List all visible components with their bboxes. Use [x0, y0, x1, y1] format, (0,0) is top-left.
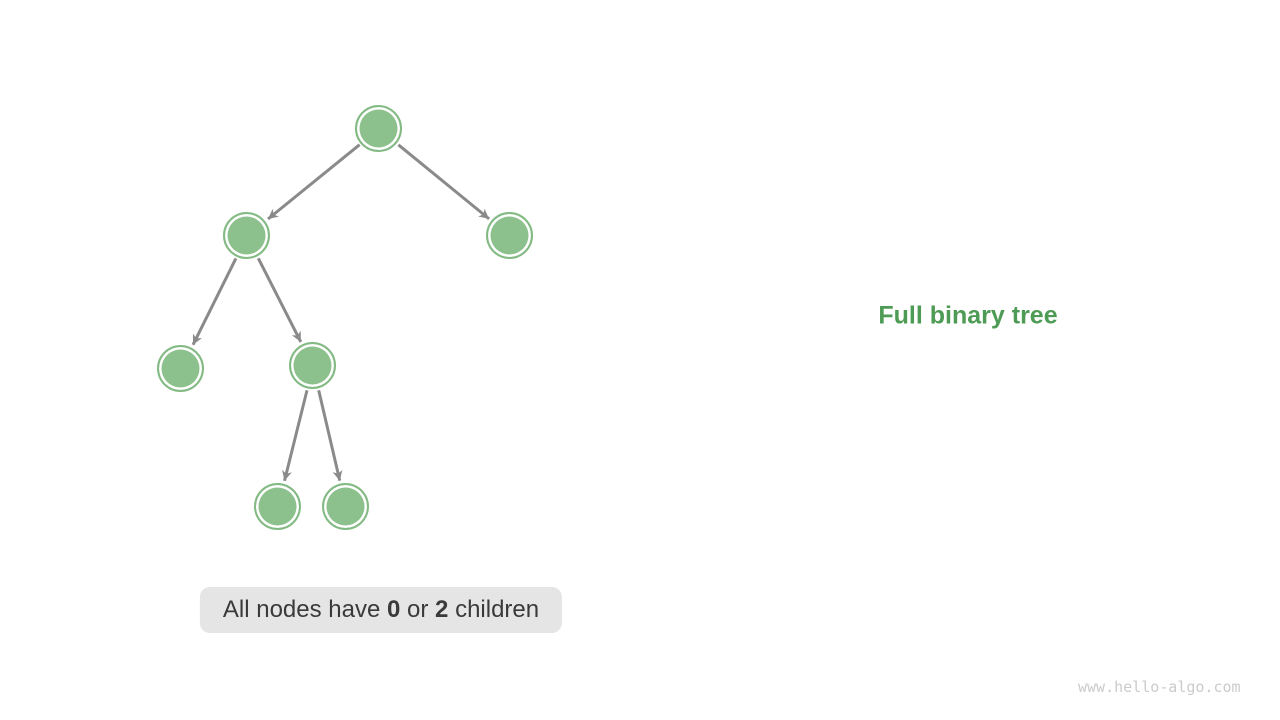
caption-bold-number: 0: [386, 596, 401, 623]
tree-edge-root-to-right-child: [397, 143, 491, 221]
tree-node-bottom-right-child: [322, 483, 369, 530]
caption-bold-number: 2: [435, 596, 449, 623]
figure-title: Full binary tree: [878, 301, 1058, 330]
tree-node-left-right-child: [289, 342, 336, 389]
caption-text: or: [400, 596, 436, 623]
tree-edge-root-to-left-child: [267, 143, 361, 221]
tree-node-left-child: [223, 212, 270, 259]
tree-node-left-left-child: [157, 345, 204, 392]
tree-node-bottom-left-child: [254, 483, 301, 530]
caption-text: All nodes have: [222, 596, 387, 623]
watermark: www.hello-algo.com: [1078, 678, 1241, 696]
tree-edge-group: [191, 143, 491, 482]
caption-text: children: [448, 596, 540, 623]
tree-edge-left-right-child-to-bottom-right-child: [317, 389, 343, 482]
tree-node-right-child: [486, 212, 533, 259]
tree-edge-left-child-to-left-left-child: [191, 257, 238, 346]
tree-edge-left-child-to-left-right-child: [256, 257, 303, 343]
tree-node-root: [355, 105, 402, 152]
tree-edge-left-right-child-to-bottom-left-child: [282, 389, 309, 482]
caption-box: All nodes have 0 or 2 children: [199, 587, 563, 633]
